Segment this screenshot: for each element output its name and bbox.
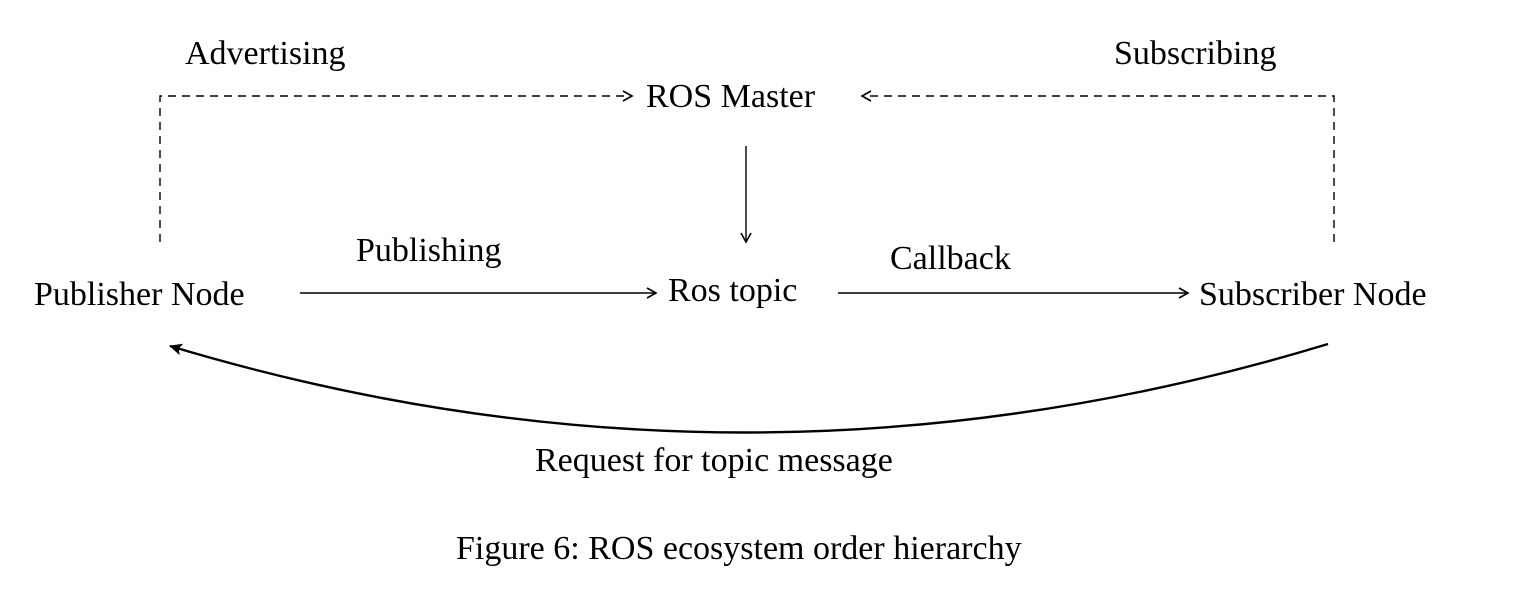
ros-topic-node: Ros topic <box>668 272 798 309</box>
advertising-label: Advertising <box>185 35 346 72</box>
subscribing-label: Subscribing <box>1114 35 1277 72</box>
publisher-node: Publisher Node <box>34 276 245 313</box>
subscriber-node: Subscriber Node <box>1199 276 1427 313</box>
publishing-label: Publishing <box>356 232 502 269</box>
request-edge <box>169 342 1329 434</box>
subscribing-edge <box>860 90 1335 242</box>
ros-master-node: ROS Master <box>646 78 816 115</box>
callback-label: Callback <box>890 240 1011 277</box>
figure-caption: Figure 6: ROS ecosystem order hierarchy <box>456 530 1022 567</box>
advertising-edge <box>159 90 634 242</box>
request-label: Request for topic message <box>535 442 893 479</box>
